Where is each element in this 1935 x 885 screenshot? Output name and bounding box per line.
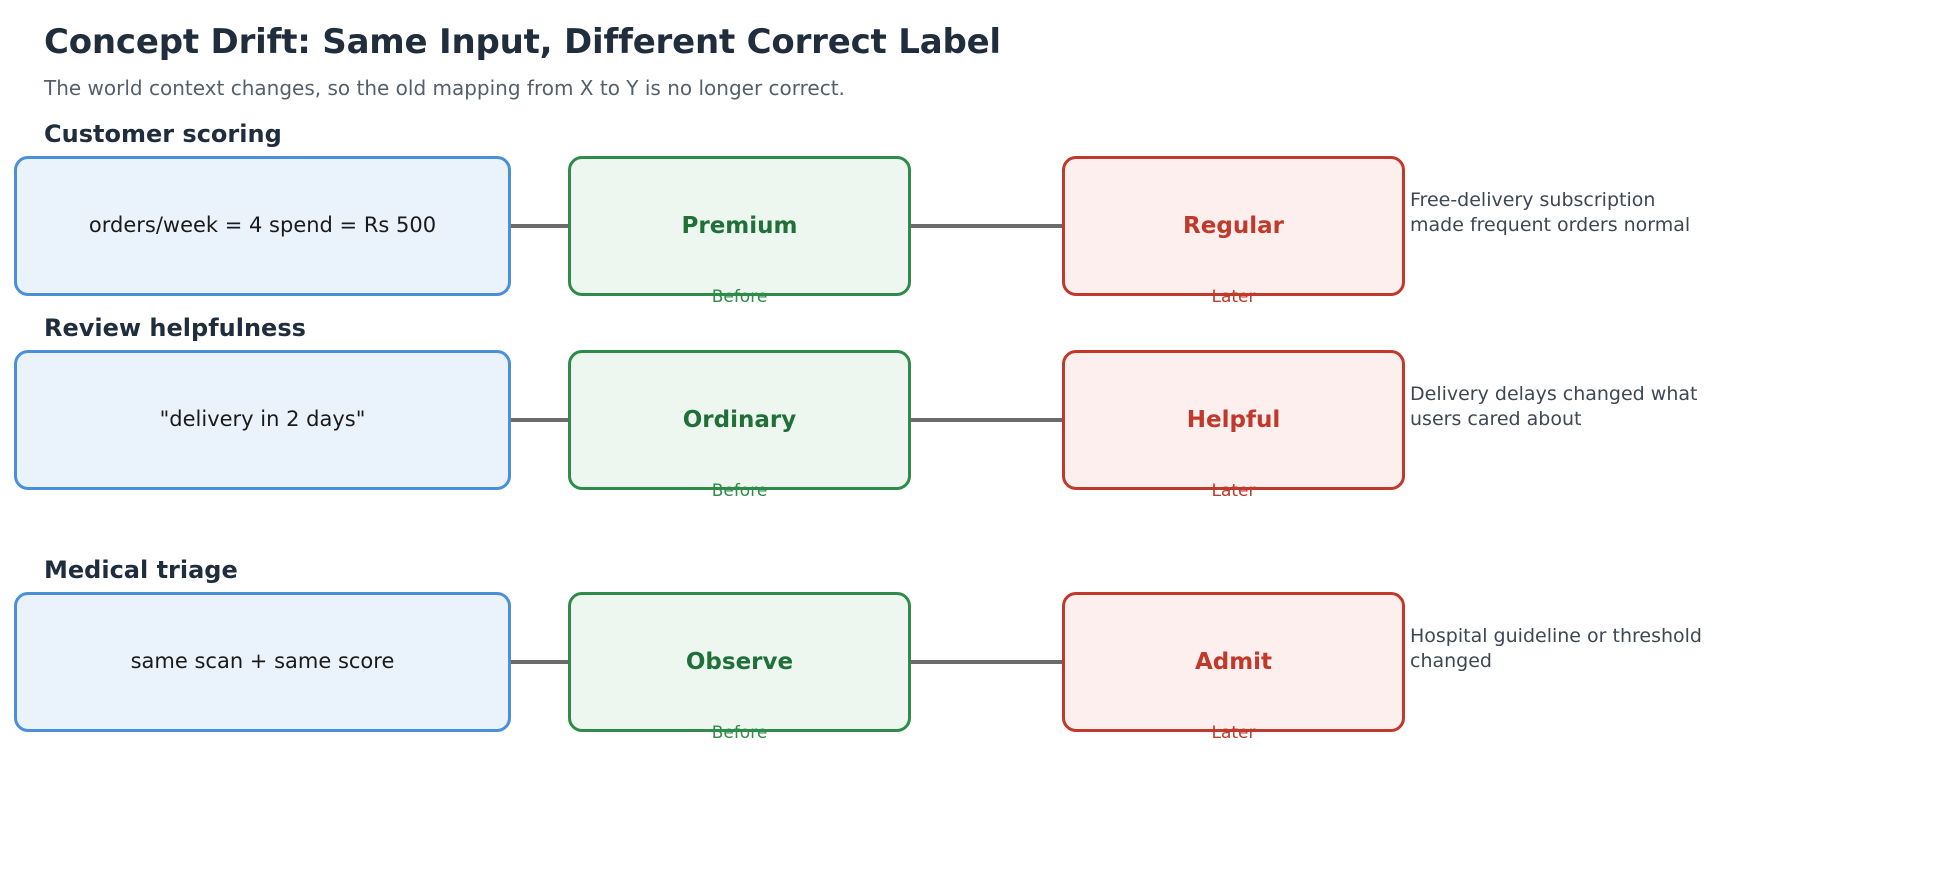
input-box: "delivery in 2 days" [14,350,511,490]
input-box: same scan + same score [14,592,511,732]
later-label-box: Admit [1062,592,1405,732]
row-title: Review helpfulness [44,314,306,342]
row-title: Customer scoring [44,120,282,148]
row-flow: orders/week = 4 spend = Rs 500 Premium B… [0,156,1935,307]
arrow-before-to-later [880,654,1092,670]
row-annotation: Hospital guideline or threshold changed [1410,625,1702,673]
arrow-before-to-later [880,412,1092,428]
row-title: Medical triage [44,556,238,584]
row-flow: "delivery in 2 days" Ordinary Before Hel… [0,350,1935,501]
phase-label-before: Before [711,723,768,743]
before-label-box: Observe [568,592,911,732]
phase-label-before: Before [711,287,768,307]
phase-label-before: Before [711,481,768,501]
page-subtitle: The world context changes, so the old ma… [44,76,845,100]
later-label-box: Regular [1062,156,1405,296]
arrow-before-to-later [880,218,1092,234]
row-annotation: Delivery delays changed what users cared… [1410,383,1698,431]
later-label-box: Helpful [1062,350,1405,490]
input-box: orders/week = 4 spend = Rs 500 [14,156,511,296]
phase-label-later: Later [1211,723,1256,743]
row-annotation: Free-delivery subscription made frequent… [1410,189,1691,237]
phase-label-later: Later [1211,481,1256,501]
row-flow: same scan + same score Observe Before Ad… [0,592,1935,743]
phase-label-later: Later [1211,287,1256,307]
page-title: Concept Drift: Same Input, Different Cor… [44,22,1001,62]
before-label-box: Ordinary [568,350,911,490]
before-label-box: Premium [568,156,911,296]
